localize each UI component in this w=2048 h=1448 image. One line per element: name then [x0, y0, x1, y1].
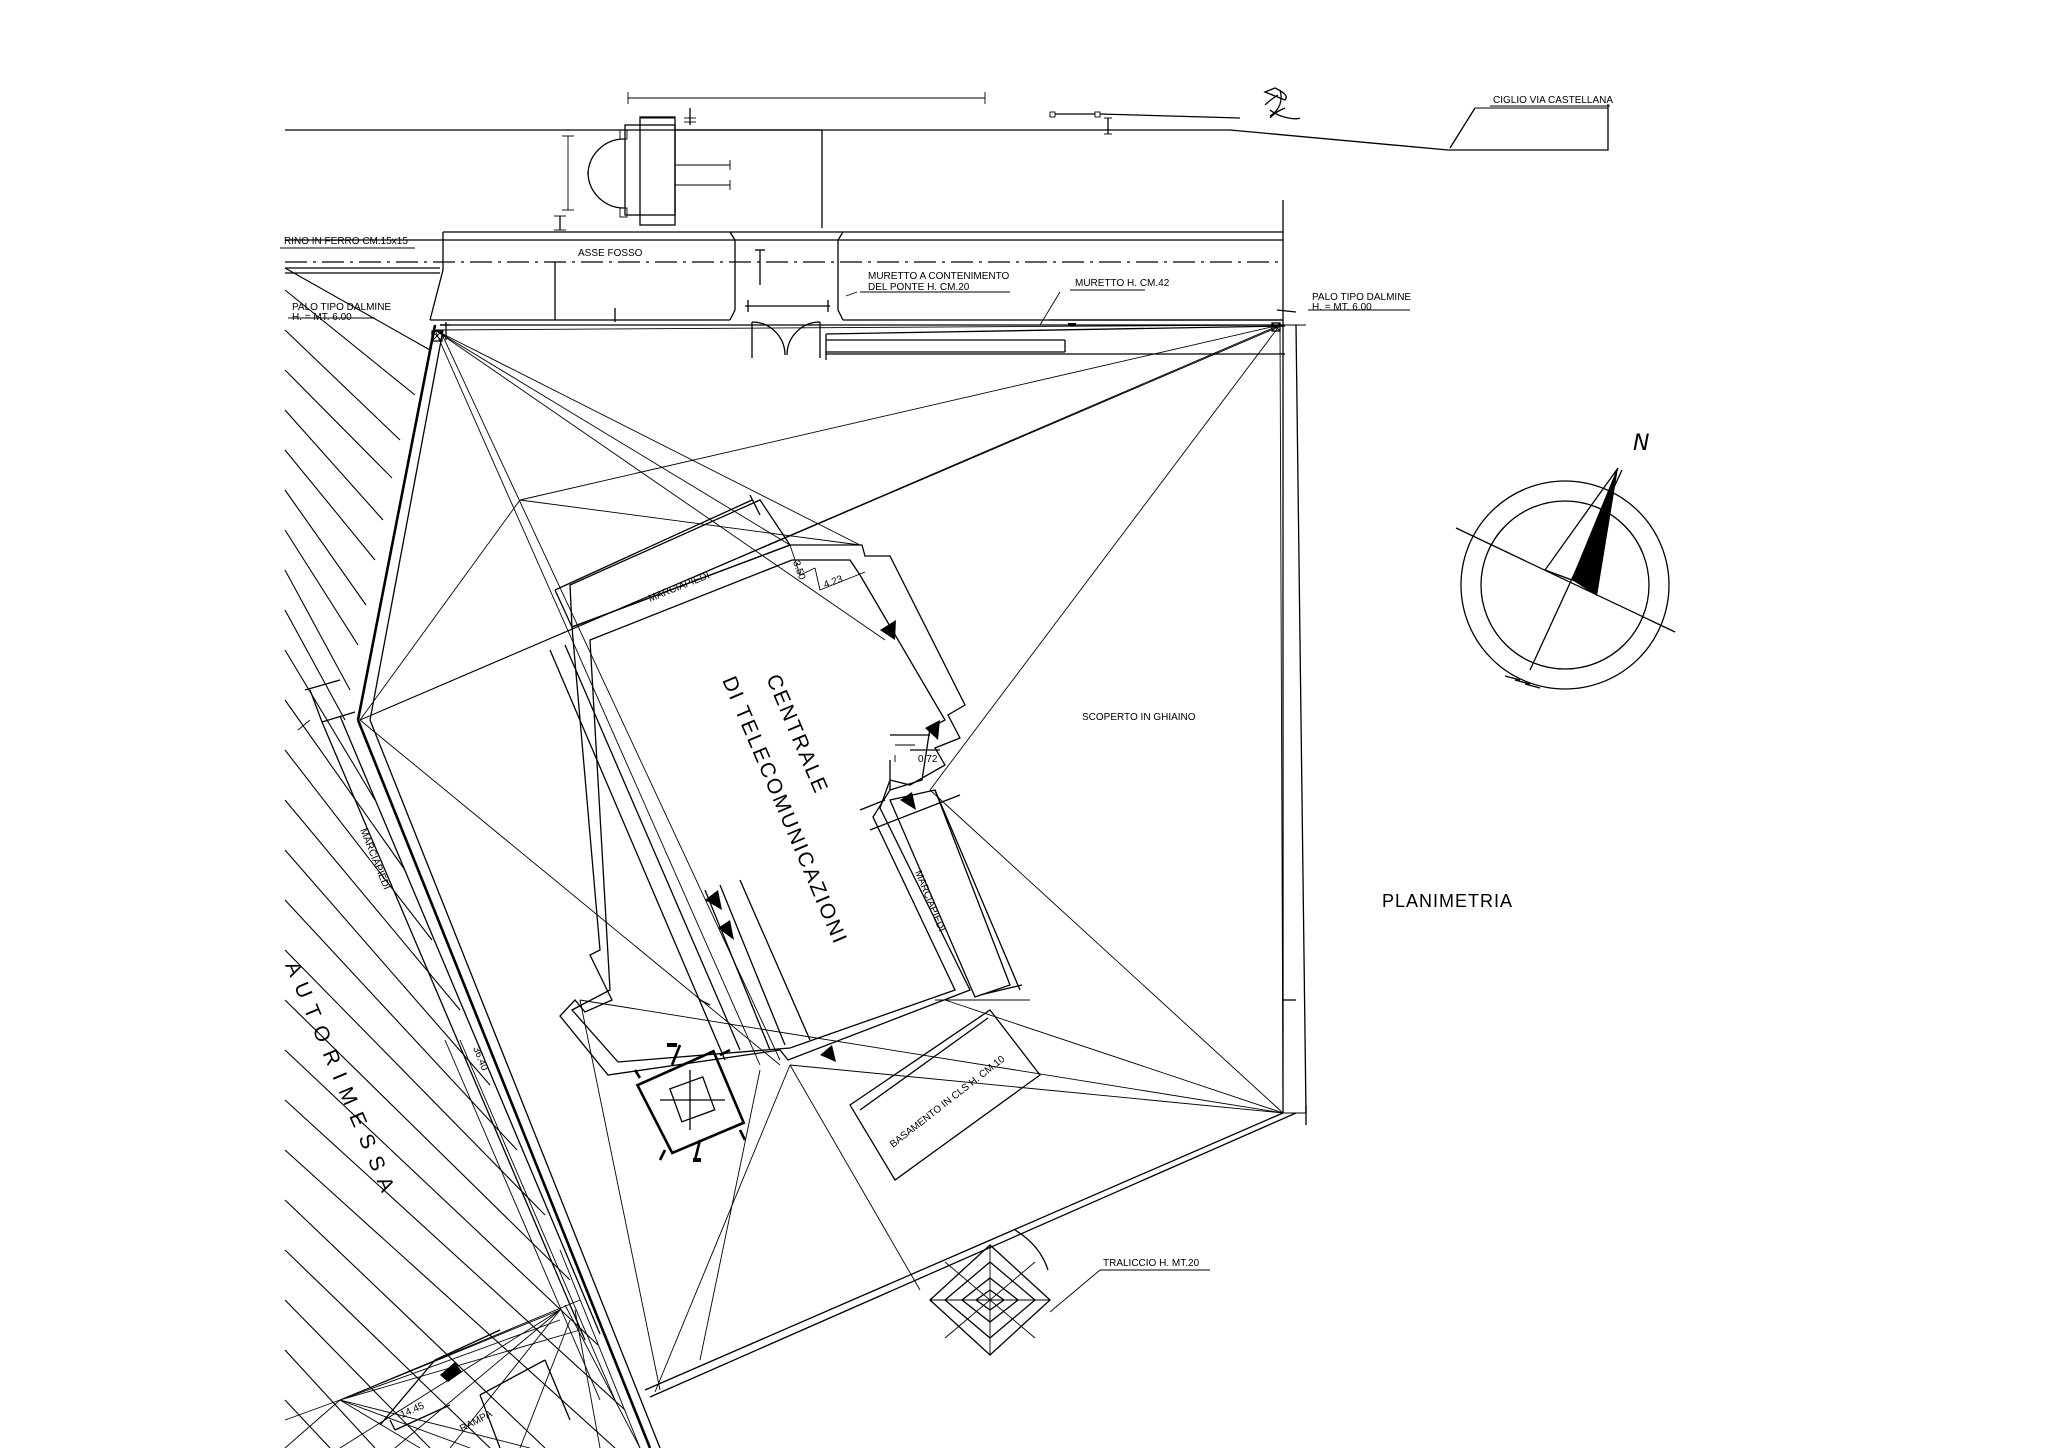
bridge-gate — [751, 321, 1286, 360]
pole-right-label-line1: PALO TIPO DALMINE — [1312, 292, 1411, 303]
pole-left-label-line1: PALO TIPO DALMINE — [292, 302, 391, 313]
ramp-area — [284, 1299, 641, 1448]
dimension-36-40: 36.40 — [470, 1045, 490, 1073]
ramp-label: RAMPA — [458, 1408, 494, 1434]
dimension-3-50: 3.50 — [790, 559, 807, 581]
iron-post-label: RINO IN FERRO CM.15x15 — [284, 236, 408, 247]
concrete-base-label: BASAMENTO IN CLS H. CM.10 — [888, 1054, 1008, 1151]
north-label: N — [1633, 431, 1649, 456]
survey-lines — [359, 324, 1284, 1393]
telecom-building — [549, 494, 1041, 1181]
north-arrow — [1455, 467, 1676, 690]
pole-right-label-line2: H. = MT. 6.00 — [1312, 302, 1372, 313]
left-boundary — [356, 322, 661, 1448]
lattice-tower-label: TRALICCIO H. MT.20 — [1103, 1258, 1200, 1269]
road-edge-label: CIGLIO VIA CASTELLANA — [1493, 95, 1613, 106]
sidewalk-top-label: MARCIAPIEDI — [647, 570, 711, 605]
antenna-mast-symbol — [633, 1043, 747, 1162]
ditch-band — [285, 200, 1284, 325]
gravel-area-label: SCOPERTO IN GHIAINO — [1082, 712, 1196, 723]
road-edge-line — [285, 87, 1609, 151]
site-perimeter — [440, 309, 1307, 1398]
lattice-tower-symbol — [929, 1229, 1101, 1356]
pole-left-label-line2: H. = MT. 6.00 — [292, 312, 352, 323]
bridge-wall-label-line1: MURETTO A CONTENIMENTO — [868, 271, 1010, 282]
sidewalk-left-label: MARCIAPIEDI — [357, 827, 392, 891]
dimension-4-23: 4.23 — [822, 574, 844, 591]
ditch-axis-label: ASSE FOSSO — [578, 248, 643, 259]
garage-sidewalk — [297, 679, 641, 1448]
garage-hatch — [284, 267, 626, 1448]
bridge-wall-label-line2: DEL PONTE H. CM.20 — [868, 282, 970, 293]
sidewalk-right-label: MARCIAPIEDI — [912, 869, 947, 933]
dimension-0-72: 0.72 — [918, 754, 938, 765]
entrance-gate-structure — [554, 92, 986, 231]
building-corner-dimensions — [789, 544, 915, 762]
low-wall-label: MURETTO H. CM.42 — [1075, 278, 1170, 289]
plan-title: PLANIMETRIA — [1382, 891, 1513, 911]
label-underlines — [280, 105, 1610, 1271]
